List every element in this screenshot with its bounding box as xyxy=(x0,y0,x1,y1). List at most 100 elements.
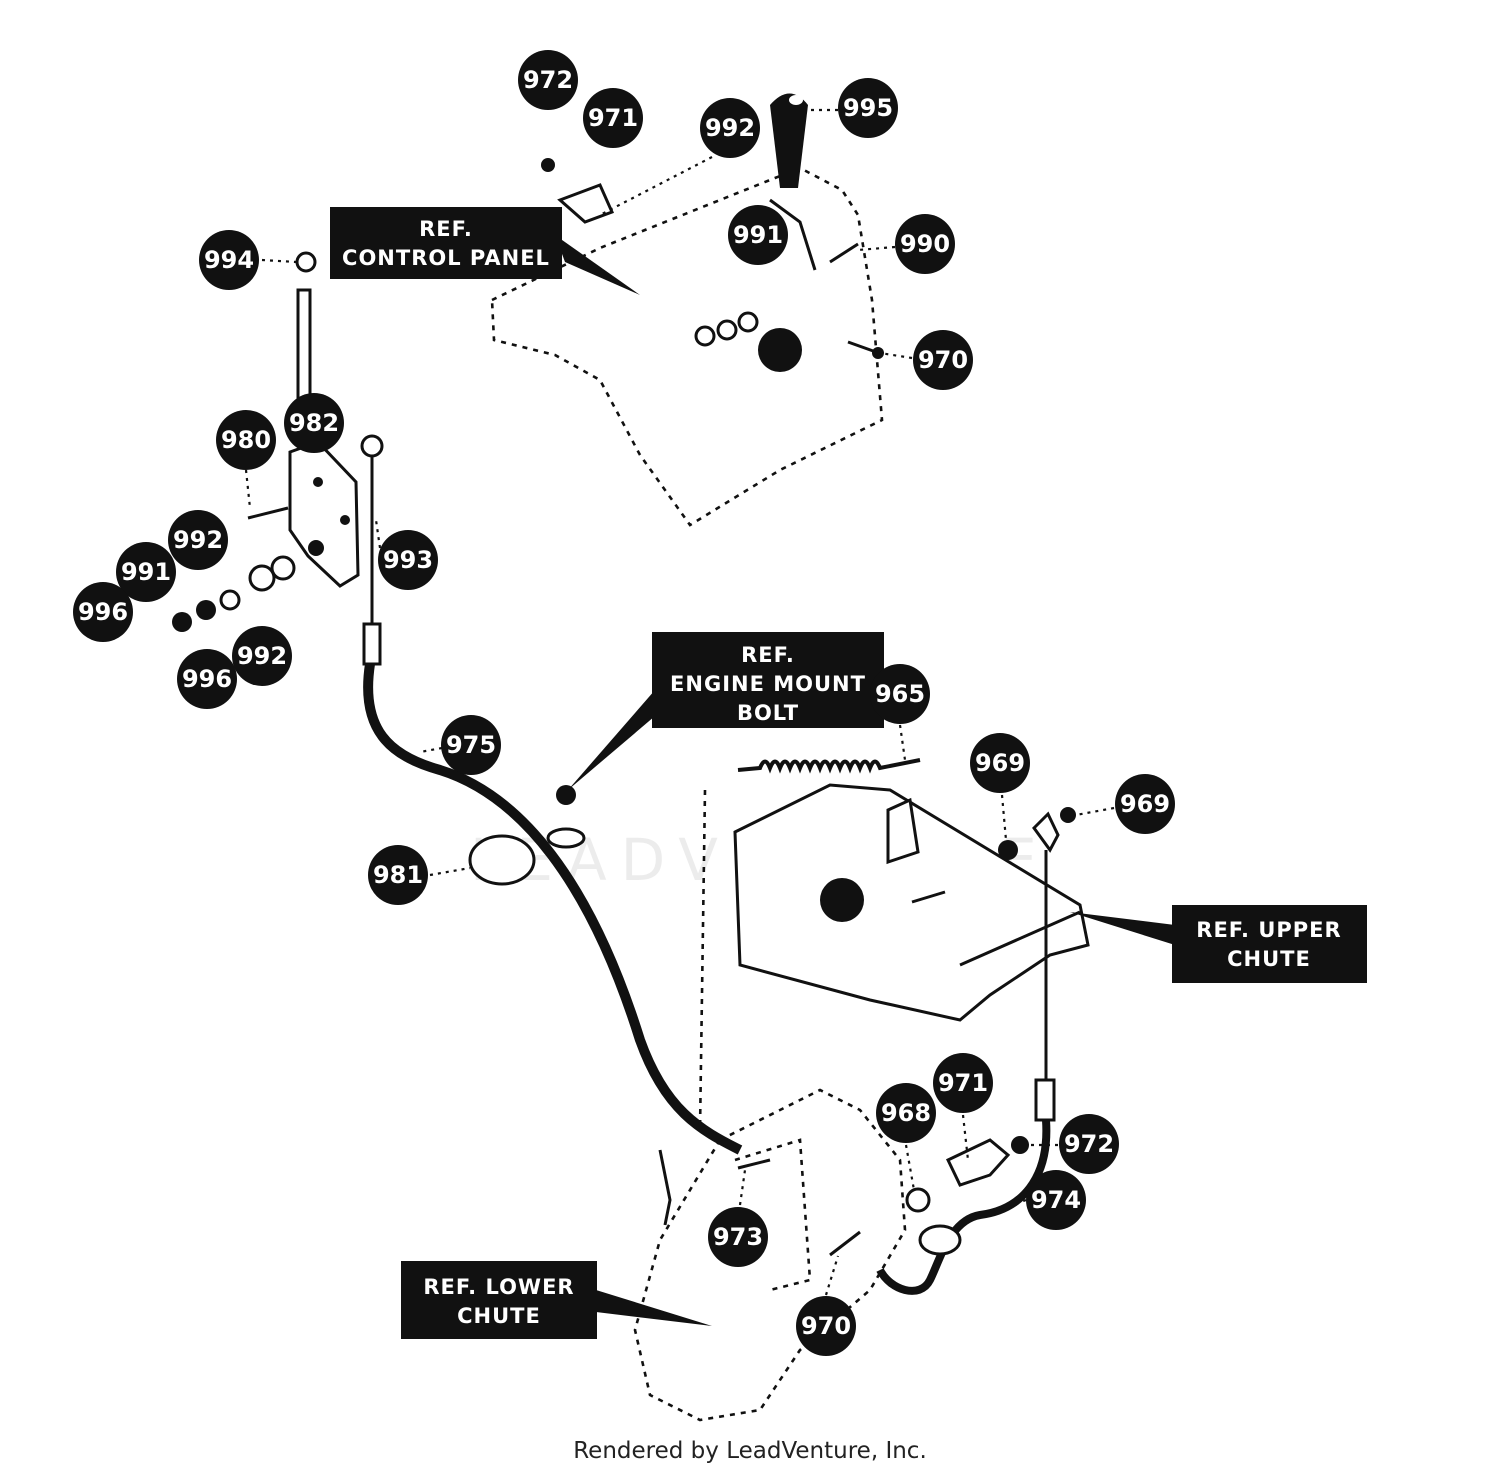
stack-washer-2 xyxy=(248,564,276,592)
lower-pivot-bolt xyxy=(737,1158,771,1170)
plate-hole-1 xyxy=(313,477,323,487)
lower-bolt xyxy=(829,1230,861,1257)
callout-965: 965 xyxy=(870,664,930,724)
upper-chute-edge xyxy=(959,910,1081,967)
panel-bolt-head xyxy=(872,347,884,359)
svg-text:972: 972 xyxy=(1064,1130,1114,1158)
chute-pivot-bracket xyxy=(886,797,920,865)
panel-washer-1 xyxy=(694,325,716,347)
svg-text:982: 982 xyxy=(289,409,339,437)
cable-sheath xyxy=(363,663,743,1155)
plate-hole-2 xyxy=(340,515,350,525)
svg-text:REF. LOWER: REF. LOWER xyxy=(423,1275,574,1299)
cable-clamp-974 xyxy=(918,1224,962,1256)
svg-text:974: 974 xyxy=(1031,1186,1081,1214)
svg-text:CHUTE: CHUTE xyxy=(1227,947,1311,971)
cable-ferrule xyxy=(362,622,382,666)
lower-clip xyxy=(1011,1136,1029,1154)
callout-981: 981 xyxy=(368,845,428,905)
callout-970: 970 xyxy=(913,330,973,390)
ref-lower-chute-label: REF. LOWER CHUTE xyxy=(401,1261,597,1339)
shift-lever xyxy=(769,198,817,271)
svg-text:REF.: REF. xyxy=(419,217,473,241)
callout-992: 992 xyxy=(700,98,760,158)
svg-text:995: 995 xyxy=(843,94,893,122)
plate-hole-3 xyxy=(308,540,324,556)
leader-993 xyxy=(374,519,382,549)
svg-text:970: 970 xyxy=(918,346,968,374)
tension-spring xyxy=(737,758,921,774)
svg-text:973: 973 xyxy=(713,1223,763,1251)
leader-990 xyxy=(857,245,896,252)
callout-991: 991 xyxy=(728,205,788,265)
knob-highlight xyxy=(789,95,803,105)
lower-chute-outline xyxy=(633,1088,907,1422)
leader-980 xyxy=(244,469,252,509)
svg-text:980: 980 xyxy=(221,426,271,454)
callout-968: 968 xyxy=(876,1083,936,1143)
callout-972: 972 xyxy=(518,50,578,110)
callout-980: 980 xyxy=(216,410,276,470)
callout-992: 992 xyxy=(232,626,292,686)
leader-973 xyxy=(738,1169,747,1206)
callout-973: 973 xyxy=(708,1207,768,1267)
svg-text:992: 992 xyxy=(173,526,223,554)
leader-992a xyxy=(599,156,713,216)
leader-974 xyxy=(989,1198,1027,1217)
pointer-lower-chute xyxy=(596,1290,712,1326)
rod-bracket-plate xyxy=(288,440,360,588)
upper-chute-bolt xyxy=(911,890,946,904)
svg-text:969: 969 xyxy=(1120,790,1170,818)
svg-text:REF. UPPER: REF. UPPER xyxy=(1196,918,1341,942)
cable-eyelet xyxy=(360,434,384,458)
callout-992: 992 xyxy=(168,510,228,570)
panel-pivot-nut xyxy=(758,328,802,372)
svg-text:ENGINE MOUNT: ENGINE MOUNT xyxy=(670,672,866,696)
svg-text:992: 992 xyxy=(237,642,287,670)
leader-970a xyxy=(879,351,913,360)
panel-washer-2 xyxy=(716,319,738,341)
svg-text:968: 968 xyxy=(881,1099,931,1127)
pointer-engine-mount xyxy=(568,690,668,790)
svg-text:991: 991 xyxy=(733,221,783,249)
panel-washer-3 xyxy=(737,311,759,333)
svg-text:994: 994 xyxy=(204,246,254,274)
engine-mount-bolt-part xyxy=(556,785,576,805)
callout-993: 993 xyxy=(378,530,438,590)
callout-996: 996 xyxy=(177,649,237,709)
chute-nut xyxy=(998,840,1018,860)
leader-975 xyxy=(419,746,443,754)
leader-970b xyxy=(824,1255,840,1296)
panel-bolt xyxy=(847,340,877,354)
upper-chute-ref-line xyxy=(698,789,707,1131)
callout-972: 972 xyxy=(1059,1114,1119,1174)
lower-washer xyxy=(905,1187,931,1213)
stack-washer-1 xyxy=(270,555,296,581)
lower-cable-ferrule xyxy=(1034,1078,1056,1122)
callout-995: 995 xyxy=(838,78,898,138)
svg-text:CONTROL PANEL: CONTROL PANEL xyxy=(342,246,550,270)
svg-text:975: 975 xyxy=(446,731,496,759)
ref-engine-mount-bolt-label: REF. ENGINE MOUNT BOLT xyxy=(652,632,884,728)
svg-text:REF.: REF. xyxy=(741,643,795,667)
leader-968 xyxy=(904,1144,916,1191)
callout-996: 996 xyxy=(73,582,133,642)
callout-982: 982 xyxy=(284,393,344,453)
svg-text:981: 981 xyxy=(373,861,423,889)
leader-981 xyxy=(429,866,471,877)
upper-chute-plate xyxy=(733,783,1090,1022)
ref-control-panel-label: REF. CONTROL PANEL xyxy=(330,207,562,279)
chute-clip xyxy=(1060,807,1076,823)
svg-text:991: 991 xyxy=(121,558,171,586)
lower-chute-inner xyxy=(734,1138,812,1292)
callout-974: 974 xyxy=(1026,1170,1086,1230)
svg-text:971: 971 xyxy=(938,1069,988,1097)
callout-994: 994 xyxy=(199,230,259,290)
callout-969: 969 xyxy=(1115,774,1175,834)
svg-text:996: 996 xyxy=(182,665,232,693)
svg-text:992: 992 xyxy=(705,114,755,142)
callout-971: 971 xyxy=(933,1053,993,1113)
lower-bracket xyxy=(945,1138,1011,1187)
left-stud xyxy=(658,1149,672,1226)
